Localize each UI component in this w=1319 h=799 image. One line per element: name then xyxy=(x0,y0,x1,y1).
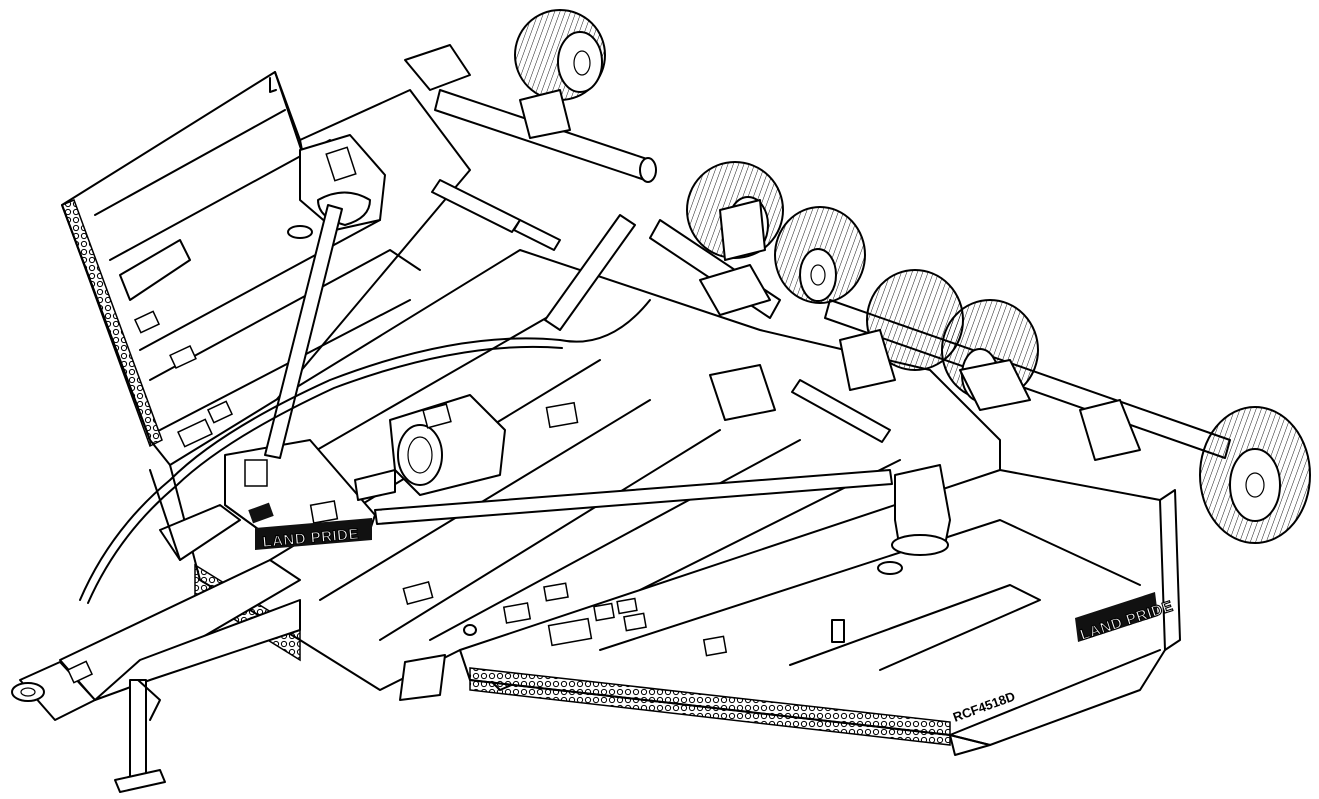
center-deck xyxy=(169,249,1001,691)
left-chain-guard xyxy=(61,199,163,448)
left-lift-cylinder xyxy=(431,179,561,251)
tire-rear-top xyxy=(514,9,606,101)
driveline-right xyxy=(374,469,893,525)
hydraulic-hoses xyxy=(79,299,651,604)
jack-stand xyxy=(114,679,166,793)
right-chain-guard xyxy=(469,667,951,746)
driveline-center xyxy=(354,469,396,501)
front-brand-plate: LAND PRIDE xyxy=(255,518,372,552)
hitch-tongue xyxy=(11,469,301,721)
axle-brackets xyxy=(404,44,1141,461)
center-lift-cylinder xyxy=(544,214,636,331)
right-lift-cylinder xyxy=(791,379,891,443)
tire-center-lower xyxy=(774,206,866,304)
tire-right-outer xyxy=(1199,406,1311,544)
right-gearbox xyxy=(891,464,951,556)
driveline-left xyxy=(264,204,343,459)
misc-details xyxy=(287,225,903,701)
warning-decals xyxy=(133,310,728,657)
